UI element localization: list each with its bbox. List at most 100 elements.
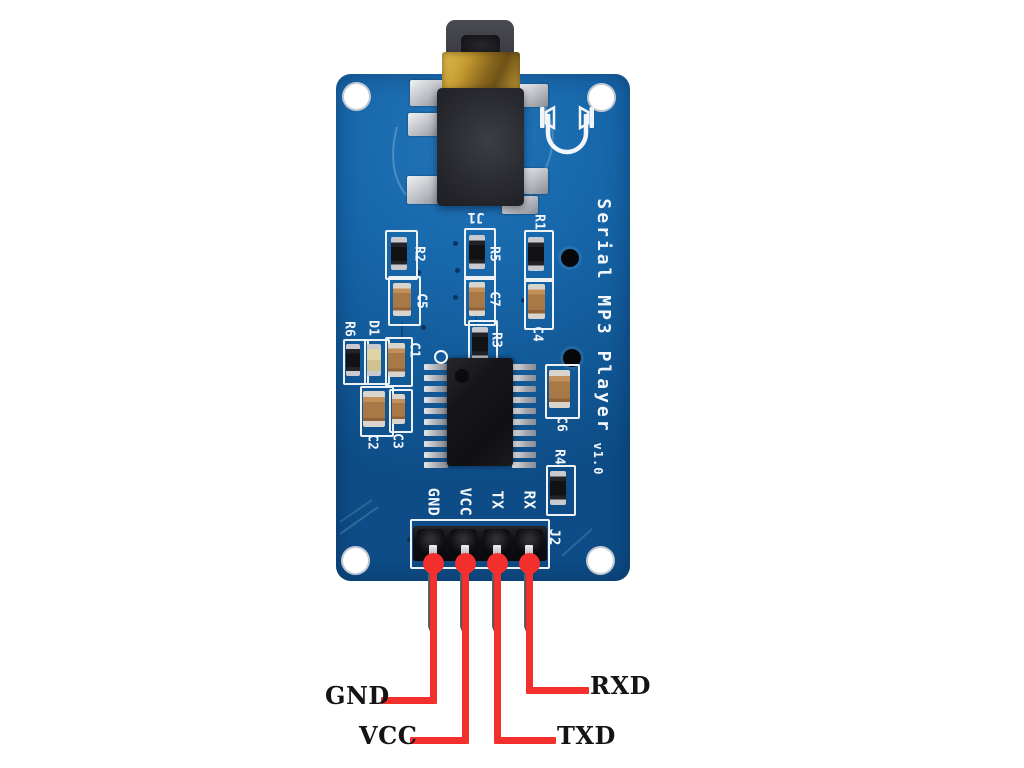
via-dot: [453, 241, 458, 246]
audio-jack-socket: [461, 35, 500, 56]
component-c7: [464, 276, 496, 326]
via-dot: [521, 298, 526, 303]
mounting-hole: [341, 546, 370, 575]
board-title: Serial MP3 Player: [593, 198, 614, 434]
board-version: v1.0: [591, 442, 605, 476]
component-r4: [546, 465, 576, 516]
ic-pin: [424, 452, 448, 458]
component-r4-body: [550, 471, 566, 505]
ic-pin: [512, 397, 536, 403]
silk-label-rx: RX: [520, 490, 539, 510]
ic-pin: [512, 386, 536, 392]
annotation-label-vcc: VCC: [359, 721, 418, 750]
via-hole: [561, 249, 579, 267]
component-c6-body: [549, 370, 570, 408]
header-silk-outline: [410, 519, 550, 569]
ic-pin: [424, 441, 448, 447]
annotation-label-rxd: RXD: [590, 671, 651, 700]
component-c3: [389, 389, 413, 433]
ic-pin1-dimple: [455, 369, 469, 383]
wire-dot-txd: [486, 552, 508, 574]
jack-ref-label: J1: [467, 209, 485, 225]
wire-dot-rxd: [518, 552, 540, 574]
ic-pin: [512, 462, 536, 468]
component-r5: [464, 228, 496, 280]
component-c5: [388, 276, 421, 326]
annotation-label-gnd: GND: [325, 681, 390, 710]
component-r5-body: [469, 235, 485, 269]
via-dot: [455, 268, 460, 273]
ic-pin: [424, 364, 448, 370]
component-c1: [385, 337, 413, 387]
component-c6: [545, 364, 580, 419]
silk-label-vcc: VCC: [456, 487, 475, 517]
ic-pin: [424, 375, 448, 381]
ref-label-c5: C5: [413, 293, 429, 309]
ref-label-r3: R3: [488, 332, 504, 348]
ic-pin1-silk-mark: [434, 350, 448, 364]
silk-label-tx: TX: [488, 490, 507, 510]
ref-label-c1: C1: [406, 342, 422, 358]
ic-pin: [512, 408, 536, 414]
component-r1: [524, 230, 554, 282]
component-c1-body: [388, 343, 405, 377]
ic-pin: [512, 419, 536, 425]
via-dot: [416, 270, 421, 275]
ic-pin: [424, 462, 448, 468]
wire-rxd: [525, 686, 589, 694]
via-dot: [421, 325, 426, 330]
ref-label-r2: R2: [411, 246, 427, 262]
ref-label-r6: R6: [341, 321, 357, 337]
component-r2-body: [391, 237, 407, 270]
ic-pin: [424, 419, 448, 425]
component-c2-body: [363, 391, 385, 427]
component-c3-body: [392, 394, 405, 424]
wire-gnd: [381, 696, 437, 704]
audio-jack-gold: [442, 52, 520, 94]
ic-pin: [512, 375, 536, 381]
component-r2: [385, 230, 418, 280]
ic-pin: [512, 452, 536, 458]
component-r6-body: [346, 344, 360, 376]
ref-label-r1: R1: [531, 214, 547, 230]
headphone-icon: [540, 105, 594, 155]
component-c5-body: [393, 283, 411, 316]
wire-vcc: [461, 560, 469, 743]
via-dot: [453, 295, 458, 300]
ic-pin: [424, 397, 448, 403]
component-c4-body: [528, 284, 545, 319]
ref-label-c4: C4: [529, 326, 545, 342]
via-dot: [407, 537, 412, 542]
wire-dot-gnd: [422, 552, 444, 574]
wire-vcc: [410, 736, 469, 744]
ic-pin: [424, 386, 448, 392]
ref-label-r5: R5: [486, 246, 502, 262]
wire-rxd: [525, 560, 533, 693]
jack-pad: [516, 84, 548, 107]
component-r1-body: [528, 237, 544, 271]
component-c4: [524, 278, 554, 330]
via-hole: [563, 349, 581, 367]
component-r3-body: [472, 327, 488, 361]
ref-label-r4: R4: [551, 449, 567, 465]
jack-pad: [408, 113, 445, 136]
ic-pin: [512, 364, 536, 370]
mounting-hole: [342, 82, 371, 111]
wire-txd: [493, 560, 501, 743]
ic-pin: [424, 430, 448, 436]
wire-txd: [493, 736, 556, 744]
component-d1-body: [367, 344, 381, 376]
ref-label-c7: C7: [486, 291, 502, 307]
component-c7-body: [469, 282, 485, 316]
annotation-label-txd: TXD: [557, 721, 616, 750]
ref-label-c3: C3: [389, 433, 405, 449]
wire-dot-vcc: [454, 552, 476, 574]
ref-label-c2: C2: [364, 434, 380, 450]
audio-jack: [437, 88, 524, 206]
silk-label-gnd: GND: [424, 487, 443, 517]
ic-pin: [512, 441, 536, 447]
mounting-hole: [586, 546, 615, 575]
ic-pin: [512, 430, 536, 436]
ref-label-c6: C6: [553, 416, 569, 432]
